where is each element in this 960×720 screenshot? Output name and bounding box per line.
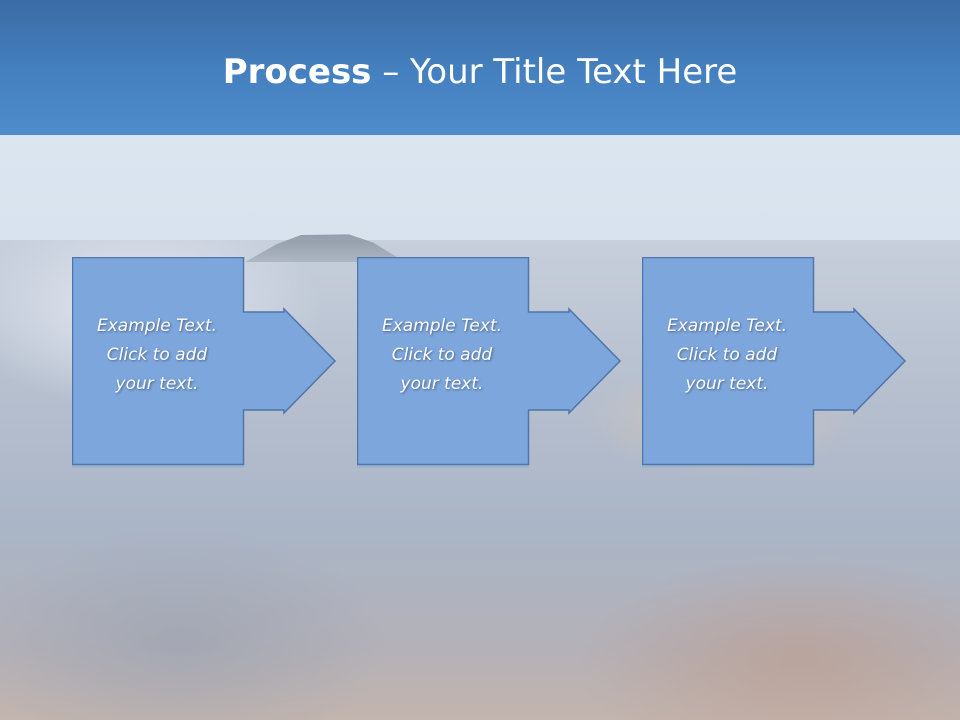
step-text-line: Example Text. <box>96 316 218 336</box>
step-text-line: Click to add <box>391 345 493 365</box>
process-step-2[interactable]: Example Text. Click to add your text. <box>357 257 697 467</box>
title-bold-part: Process <box>222 52 372 92</box>
step-text-1: Example Text. Click to add your text. <box>72 312 242 399</box>
step-text-2: Example Text. Click to add your text. <box>357 312 527 399</box>
step-arrow-shape-1 <box>72 257 337 466</box>
step-text-line: Example Text. <box>666 316 788 336</box>
step-text-line: your text. <box>685 374 769 394</box>
step-text-line: your text. <box>115 374 199 394</box>
process-step-1[interactable]: Example Text. Click to add your text. <box>72 257 412 467</box>
title-band <box>0 0 960 135</box>
step-text-line: your text. <box>400 374 484 394</box>
title-regular-part: – Your Title Text Here <box>371 52 738 92</box>
step-text-line: Click to add <box>676 345 778 365</box>
step-text-3: Example Text. Click to add your text. <box>642 312 812 399</box>
step-arrow-shape-3 <box>642 257 907 466</box>
process-step-3[interactable]: Example Text. Click to add your text. <box>642 257 942 467</box>
step-text-line: Example Text. <box>381 316 503 336</box>
step-arrow-shape-2 <box>357 257 622 466</box>
step-text-line: Click to add <box>106 345 208 365</box>
slide-title[interactable]: Process – Your Title Text Here <box>0 52 960 92</box>
